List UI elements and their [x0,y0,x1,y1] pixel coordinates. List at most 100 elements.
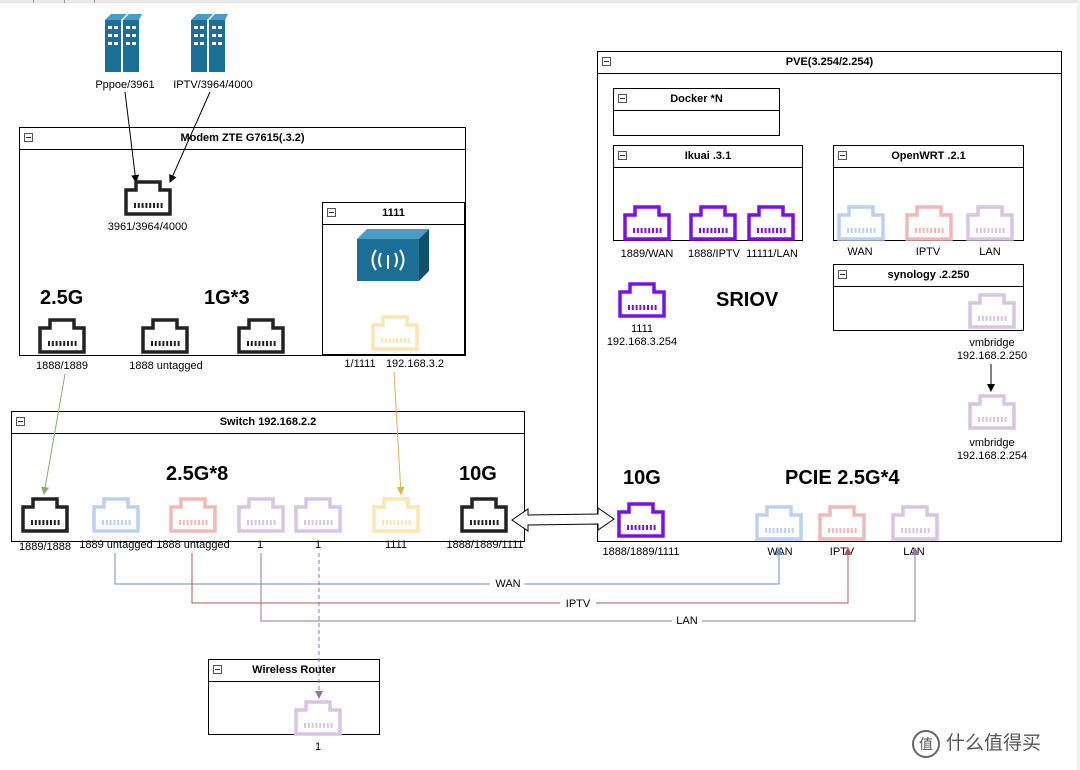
openwrt-port-lan-label: LAN [979,246,1001,258]
top-ruler [0,0,1080,3]
switch-port-4-label: 1 [256,539,264,551]
modem-wifi-port [371,315,419,351]
openwrt-title: OpenWRT .2.1 [834,146,1023,168]
server-icon [104,14,142,77]
openwrt-port-lan [966,205,1014,241]
switch-speed-25g: 2.5G*8 [166,463,229,485]
synology-title: synology .2.250 [834,265,1023,287]
modem-port-untagged-label: 1888 untagged [129,360,203,372]
collapse-icon[interactable] [838,270,847,279]
modem-port-1g-a [141,318,189,354]
sriov-label: SRIOV [716,289,779,311]
vmbridge2-ip: 192.168.2.254 [956,450,1028,462]
modem-title: Modem ZTE G7615(.3.2) [20,128,465,150]
ikuai-port-wan-label: 1889/WAN [620,248,674,260]
collapse-icon[interactable] [618,151,627,160]
vmbridge2-label: vmbridge [969,437,1015,449]
openwrt-port-iptv-label: IPTV [915,246,941,258]
pcie-port-wan [755,505,803,541]
port-1111-ip: 192.168.3.254 [606,336,678,348]
openwrt-port-wan-label: WAN [847,246,873,258]
switch-port-5-label: 1 [314,539,322,551]
modem-input-port [124,180,172,216]
modem-port-1888-1889-label: 1888/1889 [36,360,88,372]
modem-speed-25g: 2.5G [40,287,84,309]
pve-speed-10g: 10G [623,467,661,489]
modem-port-25g [38,318,86,354]
vmbridge-port [968,394,1016,430]
wan-link-label: WAN [495,578,520,590]
switch-port-1-label: 1889/1888 [19,541,71,553]
pcie-port-iptv [818,505,866,541]
switch-speed-10g: 10G [459,463,497,485]
right-edge [1077,0,1080,770]
edge-iptv [169,91,211,183]
lan-link-label: LAN [676,615,697,627]
wifi-box-title: 1111 [323,203,464,225]
pcie-label: PCIE 2.5G*4 [785,467,900,489]
wireless-access-point-icon [357,229,429,286]
wireless-router-box[interactable]: Wireless Router [208,659,380,735]
watermark-text: 什么值得买 [946,733,1042,754]
vmbridge1-ip: 192.168.2.250 [956,350,1028,362]
edge-modem-switch-orange [393,371,405,495]
pve-10g-port-label: 1888/1889/1111 [602,546,680,558]
collapse-icon[interactable] [838,151,847,160]
switch-port-6 [372,497,420,533]
switch-port-2-label: 1889 untagged [79,539,153,551]
ikuai-port-iptv-label: 1888/IPTV [688,248,740,260]
router-port-label: 1 [314,741,322,753]
switch-port-3 [169,497,217,533]
switch-port-5 [294,497,342,533]
router-port [294,700,342,736]
watermark-logo-icon: 值 [912,729,940,758]
edge-wan [114,547,783,585]
switch-port-7-label: 1888/1889/1111 [446,539,524,551]
switch-port-2 [92,497,140,533]
collapse-icon[interactable] [618,94,627,103]
edge-modem-switch-green [41,373,66,495]
iptv-link-label: IPTV [566,598,591,610]
watermark: 值什么值得买 [912,728,1041,758]
ikuai-title: Ikuai .3.1 [614,146,802,168]
edge-iptv-line [191,547,852,604]
router-title: Wireless Router [209,660,379,682]
pve-port-1111 [618,282,666,318]
modem-port-1g-b [237,318,285,354]
pve-title: PVE(3.254/2.254) [598,52,1061,74]
pcie-port-lan [891,505,939,541]
switch-port-3-label: 1888 untagged [156,539,230,551]
openwrt-port-iptv [905,205,953,241]
wifi-port-label-ip: 192.168.3.2 [385,358,445,370]
ikuai-port-iptv [689,205,737,241]
switch-port-4 [237,497,285,533]
collapse-icon[interactable] [16,417,25,426]
ikuai-port-lan-label: 11111/LAN [746,248,798,260]
port-1111-label: 1111 [630,323,654,335]
docker-title: Docker *N [614,89,779,111]
collapse-icon[interactable] [602,57,611,66]
source-iptv-label: IPTV/3964/4000 [173,79,253,91]
collapse-icon[interactable] [24,133,33,142]
collapse-icon[interactable] [327,208,336,217]
switch-title: Switch 192.168.2.2 [12,412,524,434]
openwrt-port-wan [837,205,885,241]
edge-switch-pve-link [511,507,615,532]
ikuai-port-wan [623,205,671,241]
source-pppoe-label: Pppoe/3961 [95,79,155,91]
vmbridge1-label: vmbridge [969,337,1015,349]
pve-port-10g [617,502,665,538]
edge-pppoe [124,91,140,183]
wifi-port-label-vlan: 1/1111 [344,358,376,370]
edge-lan [260,547,919,622]
switch-port-7 [460,497,508,533]
modem-speed-1g: 1G*3 [204,287,250,309]
server-icon [190,14,228,77]
docker-box[interactable]: Docker *N [613,88,780,136]
modem-in-port-label: 3961/3964/4000 [107,221,188,233]
collapse-icon[interactable] [213,665,222,674]
switch-port-6-label: 1111 [384,539,408,551]
ikuai-port-lan [747,205,795,241]
synology-port [968,293,1016,329]
